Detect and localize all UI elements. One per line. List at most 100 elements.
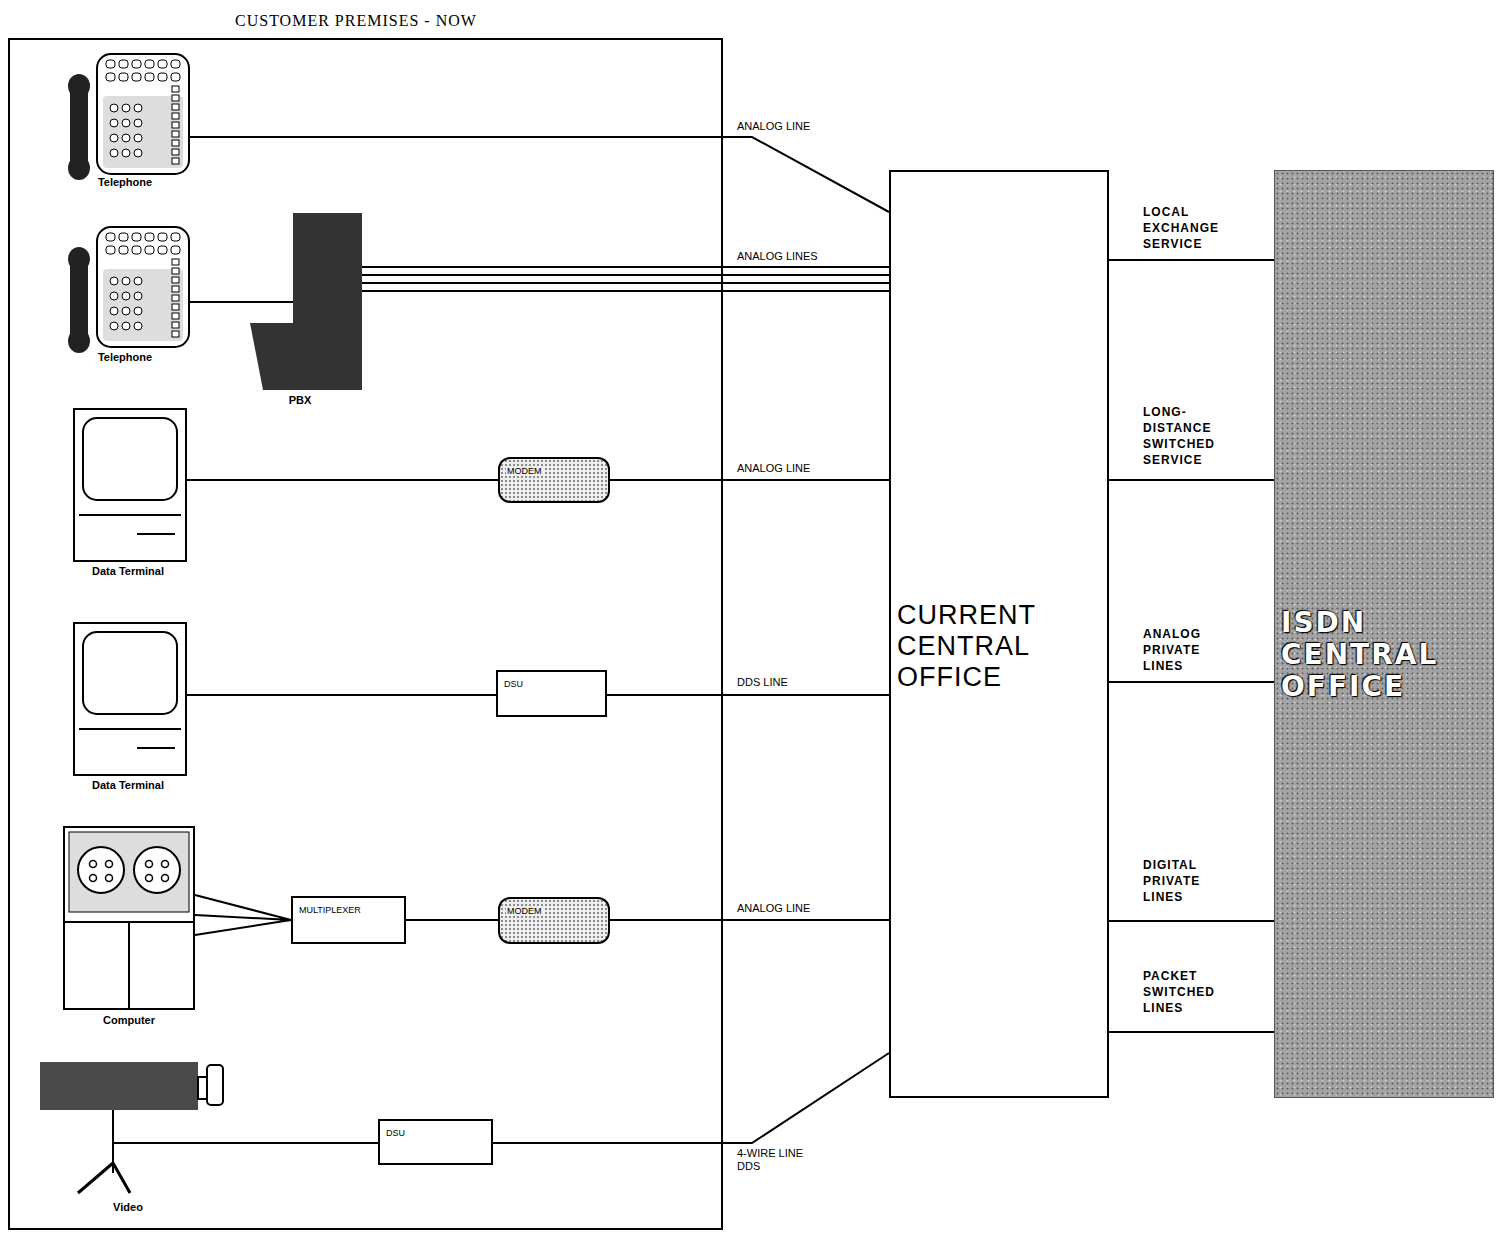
terminal-case bbox=[74, 409, 186, 561]
connector-line bbox=[493, 1053, 889, 1143]
connector-line bbox=[187, 694, 496, 696]
video-node: Video bbox=[38, 1055, 230, 1195]
phone-key bbox=[132, 73, 141, 81]
dial-key bbox=[110, 134, 118, 142]
terminal-slot bbox=[137, 533, 175, 535]
device-box: DSU bbox=[496, 670, 607, 717]
device-icon bbox=[60, 52, 190, 177]
tripod-leg bbox=[78, 1163, 113, 1193]
line-key bbox=[172, 104, 179, 110]
line-label: ANALOG LINES bbox=[737, 250, 857, 263]
line-key bbox=[172, 331, 179, 337]
dial-key bbox=[122, 292, 130, 300]
phone-key bbox=[106, 233, 115, 241]
tape-reel bbox=[78, 847, 124, 893]
isdn-office-box: ISDN CENTRAL OFFICE bbox=[1274, 170, 1494, 1098]
box-label: MODEM bbox=[506, 906, 543, 916]
premises-frame: CUSTOMER PREMISES - NOWTelephoneTelephon… bbox=[8, 38, 723, 1230]
line-key bbox=[172, 322, 179, 328]
office-label: ISDN CENTRAL OFFICE bbox=[1281, 607, 1491, 704]
device-label: Telephone bbox=[98, 176, 152, 188]
reel-hole bbox=[106, 861, 113, 868]
camera-lens-hood bbox=[207, 1065, 223, 1105]
pbx-node: PBX bbox=[293, 213, 362, 390]
modem-box: MODEM bbox=[498, 457, 610, 503]
case-divider bbox=[128, 922, 130, 1009]
dial-key bbox=[110, 119, 118, 127]
box-label: MODEM bbox=[506, 466, 543, 476]
phone-body bbox=[97, 227, 189, 347]
device-label: Data Terminal bbox=[92, 779, 164, 791]
reel-hole bbox=[90, 875, 97, 882]
keypad-area bbox=[103, 269, 183, 341]
dial-key bbox=[134, 149, 142, 157]
line-key bbox=[172, 158, 179, 164]
line-label: ANALOG LINE bbox=[737, 902, 857, 915]
dial-key bbox=[134, 307, 142, 315]
central-office-box: CURRENT CENTRAL OFFICE bbox=[889, 170, 1109, 1098]
dial-key bbox=[134, 119, 142, 127]
device-icon bbox=[73, 622, 187, 776]
device-label: Computer bbox=[103, 1014, 155, 1026]
connector-line bbox=[406, 919, 498, 921]
connector-line bbox=[190, 137, 889, 212]
handset-end bbox=[68, 74, 90, 98]
box-label: MULTIPLEXER bbox=[299, 905, 361, 915]
connector-line bbox=[187, 479, 498, 481]
device-label: Telephone bbox=[98, 351, 152, 363]
device-icon bbox=[38, 1055, 230, 1195]
reel-hole bbox=[90, 861, 97, 868]
video-cable bbox=[113, 1142, 230, 1144]
terminal-slot bbox=[137, 747, 175, 749]
phone-key bbox=[158, 73, 167, 81]
phone-key bbox=[132, 246, 141, 254]
line-key bbox=[172, 259, 179, 265]
reel-hole bbox=[162, 861, 169, 868]
terminal-divider bbox=[79, 728, 181, 730]
dial-key bbox=[122, 134, 130, 142]
line-key bbox=[172, 86, 179, 92]
dial-key bbox=[110, 277, 118, 285]
terminal-divider bbox=[79, 514, 181, 516]
phone-key bbox=[119, 60, 128, 68]
line-label: LONG-DISTANCE SWITCHED SERVICE bbox=[1143, 404, 1233, 468]
connector-line bbox=[1109, 259, 1274, 261]
box-label: DSU bbox=[386, 1128, 405, 1138]
line-label: DDS LINE bbox=[737, 676, 857, 689]
dial-key bbox=[110, 307, 118, 315]
line-key bbox=[172, 268, 179, 274]
phone-key bbox=[158, 60, 167, 68]
line-key bbox=[172, 149, 179, 155]
line-label: ANALOG LINE bbox=[737, 120, 857, 133]
tape-panel bbox=[69, 832, 189, 912]
phone-key bbox=[145, 73, 154, 81]
connector-line bbox=[362, 267, 889, 291]
dial-key bbox=[134, 322, 142, 330]
dial-key bbox=[122, 149, 130, 157]
line-key bbox=[172, 113, 179, 119]
computer-node: Computer bbox=[63, 826, 195, 1010]
device-label: Video bbox=[113, 1201, 143, 1213]
terminal-node: Data Terminal bbox=[73, 622, 187, 776]
phone-key bbox=[106, 246, 115, 254]
connector-line bbox=[1109, 920, 1274, 922]
reel-hole bbox=[162, 875, 169, 882]
terminal-screen bbox=[83, 632, 177, 714]
line-label: ANALOG LINE bbox=[737, 462, 857, 475]
keypad-area bbox=[103, 96, 183, 168]
line-key bbox=[172, 140, 179, 146]
line-key bbox=[172, 277, 179, 283]
handset-end bbox=[68, 156, 90, 180]
device-icon bbox=[60, 225, 190, 352]
device-box: MULTIPLEXER bbox=[291, 896, 406, 944]
terminal-screen bbox=[83, 418, 177, 500]
phone-key bbox=[158, 246, 167, 254]
line-label: 4-WIRE LINE DDS bbox=[737, 1147, 822, 1173]
dial-key bbox=[110, 104, 118, 112]
terminal-case bbox=[74, 623, 186, 775]
connector-line bbox=[190, 301, 293, 303]
computer-case bbox=[64, 827, 194, 1009]
dial-key bbox=[110, 149, 118, 157]
dial-key bbox=[122, 277, 130, 285]
line-label: PACKET SWITCHED LINES bbox=[1143, 968, 1233, 1016]
